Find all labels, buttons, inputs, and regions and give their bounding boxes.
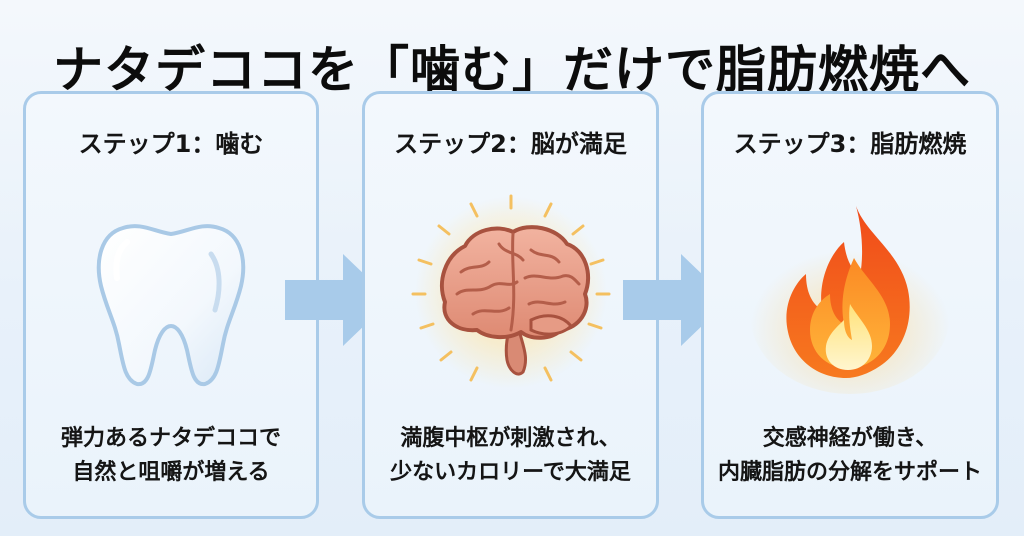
step-1-label: ステップ1：噛む	[78, 130, 264, 158]
step-card-1: ステップ1：噛む 弾力あるナタデココで 自然と咀嚼が増える	[23, 91, 319, 519]
step-2-label: ステップ2：脳が満足	[394, 130, 627, 158]
step-card-3: ステップ3：脂肪燃焼	[701, 91, 999, 519]
fire-icon	[740, 194, 960, 394]
brain-icon	[401, 194, 621, 394]
tooth-icon	[61, 194, 281, 394]
step-card-2: ステップ2：脳が満足	[362, 91, 659, 519]
step-2-description: 満腹中枢が刺激され、 少ないカロリーで大満足	[390, 426, 631, 485]
step-3-description: 交感神経が働き、 内臓脂肪の分解をサポート	[717, 426, 982, 485]
step-3-label: ステップ3：脂肪燃焼	[733, 130, 967, 158]
page-title: ナタデココを「噛む」だけで脂肪燃焼へ	[53, 40, 971, 99]
step-1-description: 弾力あるナタデココで 自然と咀嚼が増える	[60, 426, 281, 485]
